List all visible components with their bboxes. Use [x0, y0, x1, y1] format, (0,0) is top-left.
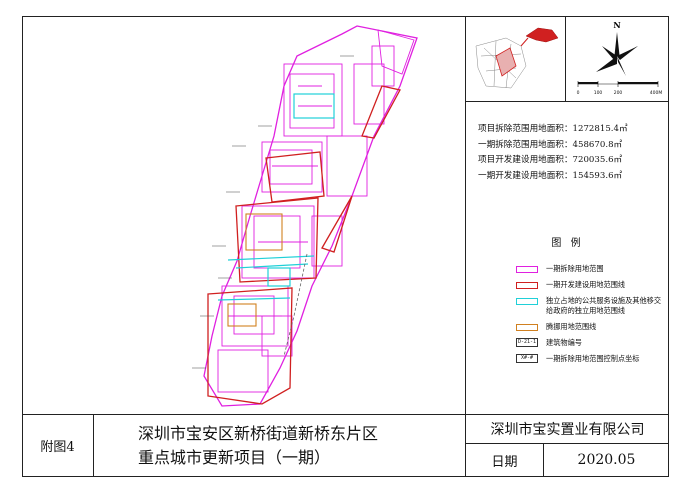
legend-swatch — [516, 298, 538, 305]
scale-tick-1: 100 — [594, 90, 603, 96]
project-title-line2: 重点城市更新项目（一期） — [138, 448, 331, 467]
site-plan-drawing — [192, 25, 418, 407]
legend-item-development: 一期开发建设用地范围线 — [516, 280, 666, 296]
legend-item-relocation: 腾挪用地范围线 — [516, 322, 666, 338]
stat-line: 项目开发建设用地面积：720035.6㎡ — [478, 155, 623, 165]
stat-line: 一期拆除范围用地面积：458670.8㎡ — [478, 139, 623, 150]
stat-line: 项目拆除范围用地面积：1272815.4㎡ — [478, 124, 628, 134]
figure-label: 附图4 — [22, 415, 94, 476]
project-title: 深圳市宝安区新桥街道新桥东片区 重点城市更新项目（一期） — [94, 415, 466, 476]
date-label: 日期 — [466, 444, 544, 476]
company-name: 深圳市宝实置业有限公司 — [466, 415, 669, 444]
title-block: 附图4 深圳市宝安区新桥街道新桥东片区 重点城市更新项目（一期） 深圳市宝实置业… — [22, 414, 669, 477]
north-arrow-panel: N 0 100 200 400M — [566, 16, 669, 102]
legend-code-swatch: X#-# — [516, 354, 538, 363]
legend-swatch — [516, 266, 538, 273]
legend-item-control-point: X#-# 一期拆除用地范围控制点坐标 — [516, 354, 666, 370]
demolition-boundary — [203, 25, 418, 407]
development-boundary — [207, 85, 401, 405]
north-arrow-drawing: N 0 100 200 400M — [577, 20, 663, 96]
date-value: 2020.05 — [577, 452, 636, 468]
legend-label: 一期开发建设用地范围线 — [546, 280, 626, 289]
project-title-line1: 深圳市宝安区新桥街道新桥东片区 — [138, 424, 379, 443]
inset-panel: N 0 100 200 400M — [466, 16, 669, 102]
legend-label: 一期拆除用地范围 — [546, 264, 604, 273]
public-facility-boundary — [217, 93, 335, 301]
legend-label: 一期拆除用地范围控制点坐标 — [546, 354, 640, 363]
legend: 一期拆除用地范围 一期开发建设用地范围线 独立占地的公共服务设施及其他移交给政府… — [516, 264, 666, 370]
legend-code-swatch: D-21-1 — [516, 338, 538, 347]
demolition-blocks — [217, 29, 415, 393]
legend-swatch — [516, 324, 538, 331]
legend-label: 独立占地的公共服务设施及其他移交给政府的独立用地范围线 — [546, 296, 662, 315]
legend-item-building-code: D-21-1 建筑物编号 — [516, 338, 666, 354]
annotation-ticks — [192, 55, 354, 369]
legend-swatch — [516, 282, 538, 289]
north-label: N — [613, 20, 620, 30]
legend-item-public: 独立占地的公共服务设施及其他移交给政府的独立用地范围线 — [516, 296, 666, 322]
relocation-boundary — [227, 213, 283, 327]
legend-title: 图 例 — [551, 238, 584, 249]
site-plan-map[interactable] — [22, 16, 466, 414]
legend-label: 建筑物编号 — [546, 338, 582, 347]
legend-label: 腾挪用地范围线 — [546, 322, 597, 331]
map-frame — [22, 16, 669, 477]
area-statistics: 项目拆除范围用地面积：1272815.4㎡ 一期拆除范围用地面积：458670.… — [478, 122, 668, 184]
locator-map-drawing — [475, 27, 559, 89]
scale-tick-2: 200 — [614, 90, 623, 96]
legend-item-demolition: 一期拆除用地范围 — [516, 264, 666, 280]
locator-map — [466, 16, 566, 102]
scale-tick-3: 400M — [650, 90, 663, 96]
stat-line: 一期开发建设用地面积：154593.6㎡ — [478, 170, 623, 181]
scale-tick-0: 0 — [577, 90, 580, 96]
